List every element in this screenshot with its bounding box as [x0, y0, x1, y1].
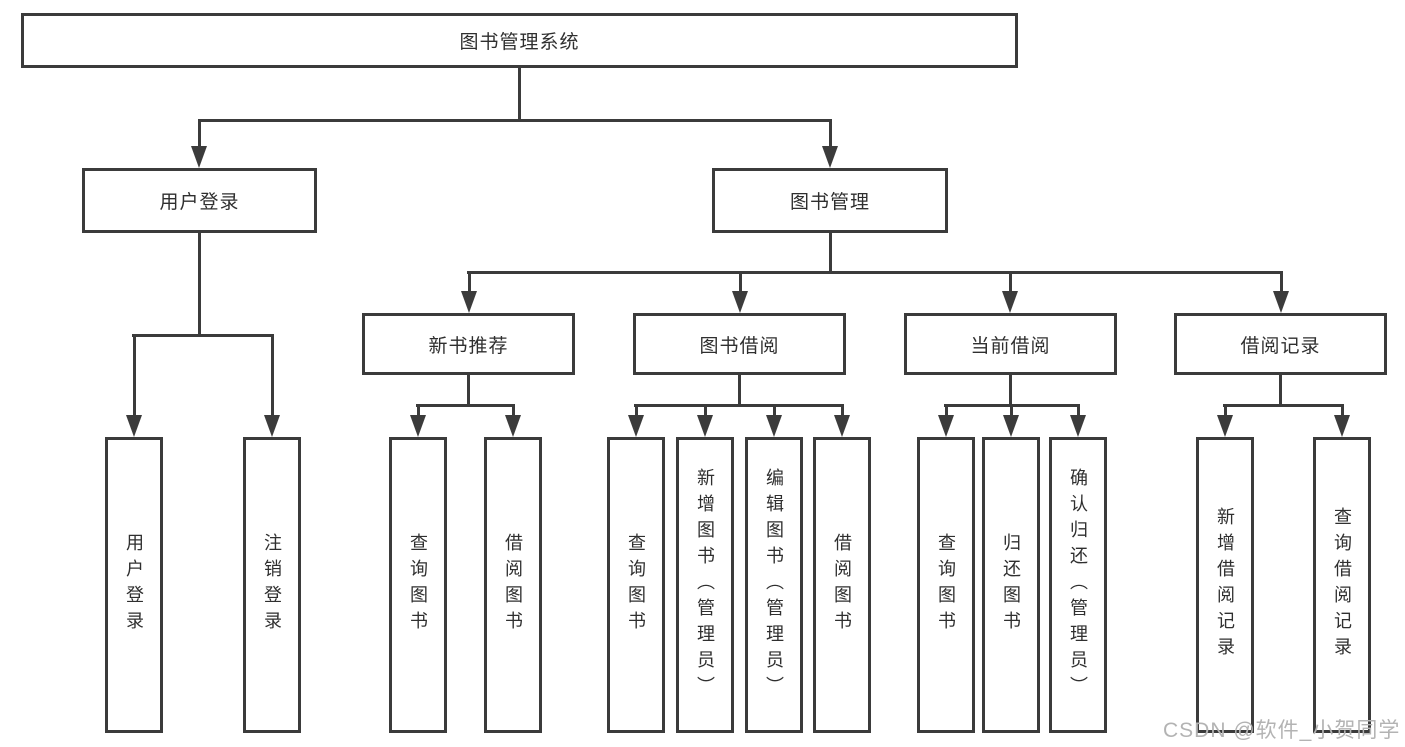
connector-line	[1009, 274, 1012, 293]
arrow-down-icon	[697, 415, 713, 437]
node-book-borrowing: 图书借阅	[633, 313, 846, 375]
arrow-down-icon	[126, 415, 142, 437]
arrow-down-icon	[766, 415, 782, 437]
node-query-books-current: 查询图书	[917, 437, 975, 733]
node-label: 图书借阅	[699, 335, 780, 357]
connector-line	[635, 407, 638, 417]
arrow-down-icon	[1334, 415, 1350, 437]
connector-line	[1009, 375, 1012, 406]
connector-line	[417, 407, 420, 417]
arrow-down-icon	[834, 415, 850, 437]
node-current-borrowing: 当前借阅	[904, 313, 1117, 375]
node-book-management: 图书管理	[712, 168, 948, 233]
connector-line	[271, 337, 274, 417]
connector-line	[738, 375, 741, 406]
node-label: 图书管理	[789, 192, 870, 213]
arrow-down-icon	[822, 146, 838, 168]
node-borrow-books: 借阅图书	[813, 437, 871, 733]
node-edit-book-admin: 编辑图书（管理员）	[745, 437, 803, 733]
node-user-login-action: 用户登录	[105, 437, 163, 733]
connector-line	[773, 407, 776, 417]
node-query-borrow-record: 查询借阅记录	[1313, 437, 1371, 733]
node-label: 新书推荐	[428, 335, 509, 357]
connector-line	[1010, 407, 1013, 417]
node-label: 编辑图书（管理员）	[764, 468, 784, 702]
node-label: 查询图书	[626, 533, 646, 637]
connector-line	[1224, 407, 1227, 417]
node-query-books-recommend: 查询图书	[389, 437, 447, 733]
arrow-down-icon	[1273, 291, 1289, 313]
connector-line	[198, 119, 832, 122]
connector-line	[468, 274, 471, 293]
node-logout: 注销登录	[243, 437, 301, 733]
arrow-down-icon	[1070, 415, 1086, 437]
node-label: 归还图书	[1001, 533, 1021, 637]
node-label: 查询图书	[408, 533, 428, 637]
node-label: 图书管理系统	[459, 32, 580, 53]
arrow-down-icon	[1003, 415, 1019, 437]
arrow-down-icon	[732, 291, 748, 313]
node-return-books: 归还图书	[982, 437, 1040, 733]
connector-line	[1223, 404, 1344, 407]
connector-line	[467, 271, 1283, 274]
connector-line	[944, 404, 1080, 407]
connector-line	[1077, 407, 1080, 417]
connector-line	[512, 407, 515, 417]
connector-line	[1280, 274, 1283, 293]
connector-line	[1341, 407, 1344, 417]
node-label: 查询借阅记录	[1332, 507, 1352, 663]
arrow-down-icon	[461, 291, 477, 313]
connector-line	[198, 233, 201, 334]
arrow-down-icon	[1217, 415, 1233, 437]
node-label: 借阅记录	[1240, 335, 1321, 357]
connector-line	[841, 407, 844, 417]
node-user-login: 用户登录	[82, 168, 317, 233]
connector-line	[704, 407, 707, 417]
node-query-books-borrowing: 查询图书	[607, 437, 665, 733]
connector-line	[739, 274, 742, 293]
node-label: 注销登录	[262, 533, 282, 637]
node-label: 确认归还（管理员）	[1068, 468, 1088, 702]
node-label: 用户登录	[159, 192, 240, 213]
connector-line	[467, 375, 470, 406]
arrow-down-icon	[505, 415, 521, 437]
arrow-down-icon	[938, 415, 954, 437]
node-library-system: 图书管理系统	[21, 13, 1018, 68]
node-label: 新增借阅记录	[1215, 507, 1235, 663]
node-label: 新增图书（管理员）	[695, 468, 715, 702]
arrow-down-icon	[191, 146, 207, 168]
arrow-down-icon	[1002, 291, 1018, 313]
connector-line	[132, 334, 274, 337]
node-add-book-admin: 新增图书（管理员）	[676, 437, 734, 733]
arrow-down-icon	[628, 415, 644, 437]
connector-line	[416, 404, 515, 407]
watermark: CSDN @软件_小贺同学	[1163, 719, 1401, 742]
node-label: 查询图书	[936, 533, 956, 637]
connector-line	[133, 337, 136, 417]
connector-line	[829, 233, 832, 271]
node-label: 借阅图书	[832, 533, 852, 637]
node-borrowing-records: 借阅记录	[1174, 313, 1387, 375]
connector-line	[829, 122, 832, 148]
arrow-down-icon	[410, 415, 426, 437]
connector-line	[198, 122, 201, 148]
node-borrow-books-recommend: 借阅图书	[484, 437, 542, 733]
node-new-book-recommend: 新书推荐	[362, 313, 575, 375]
connector-line	[634, 404, 844, 407]
connector-line	[1279, 375, 1282, 406]
node-label: 用户登录	[124, 533, 144, 637]
node-confirm-return-admin: 确认归还（管理员）	[1049, 437, 1107, 733]
node-label: 借阅图书	[503, 533, 523, 637]
connector-line	[945, 407, 948, 417]
node-add-borrow-record: 新增借阅记录	[1196, 437, 1254, 733]
node-label: 当前借阅	[970, 335, 1051, 357]
arrow-down-icon	[264, 415, 280, 437]
connector-line	[518, 68, 521, 121]
